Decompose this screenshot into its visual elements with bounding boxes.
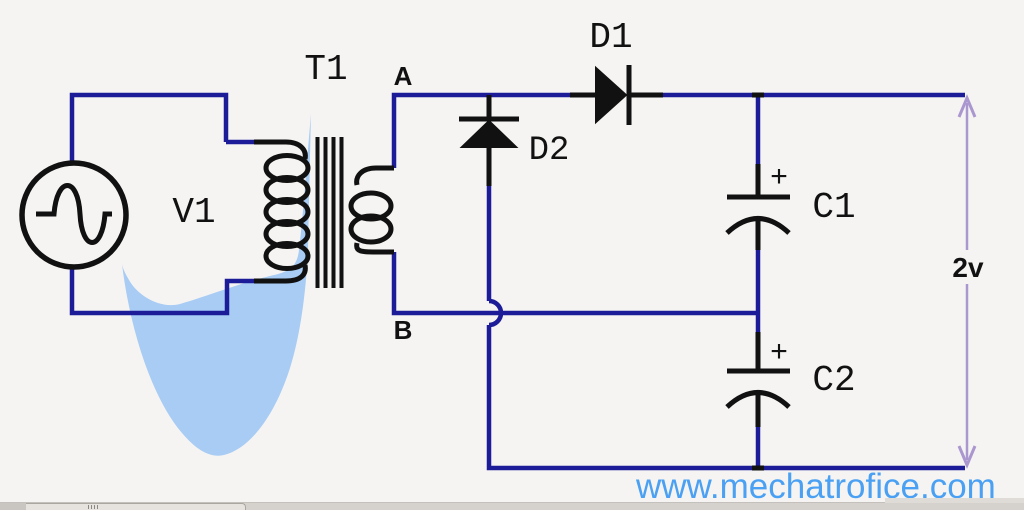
primary-coil-turn [263,175,311,205]
c1-plus-sign: + [770,160,788,193]
label-d1: D1 [589,17,632,58]
capacitor-c1: + [725,160,791,250]
arrow-down-icon [957,445,977,469]
scrollbar-corner-box [0,503,26,510]
capacitor-c2: + [725,332,791,427]
d1-triangle [595,65,628,125]
primary-coil-turn [263,219,311,249]
c1-curved-plate [725,216,791,235]
secondary-coil-turn [348,190,394,222]
ac-source-v1 [19,160,129,270]
primary-top-hook [254,139,308,160]
label-c1: C1 [812,187,855,228]
c2-plus-sign: + [770,335,788,368]
window-scrollbar-track[interactable] [0,498,1024,510]
wire-source-to-primary-top [69,92,229,163]
ac-source-circle [19,160,129,270]
wire-node-a-top [391,92,570,168]
arrow-up-icon [957,94,977,118]
label-d2: D2 [529,132,570,170]
secondary-top-hook [354,165,394,186]
wire-source-to-primary-bottom [69,267,258,316]
c2-curved-plate [725,390,791,409]
wire-bottom-rail [486,325,965,471]
primary-bottom-hook [254,264,308,284]
transformer-core [315,137,344,288]
d2-triangle [459,119,519,148]
diode-d1 [570,65,663,125]
output-label-backing [946,250,988,284]
primary-coil-turn [263,241,311,271]
output-voltage-label: 2v [952,252,984,283]
secondary-coil-turn [348,213,394,245]
wire-crossover-hop [488,298,504,328]
primary-coil-turn [263,197,311,227]
output-voltage-arrow: 2v [946,94,988,469]
label-node-a: A [394,61,413,91]
sine-wave-icon [36,183,112,245]
transformer-t1 [254,137,394,288]
scrollbar-right-segment [885,498,1024,503]
secondary-bottom-hook [354,242,394,255]
label-node-b: B [394,315,413,345]
wires [69,92,965,471]
wire-node-b [391,252,758,316]
label-v1: V1 [172,192,215,233]
scrollbar-thumb[interactable] [26,503,246,510]
watermark-swoosh [122,114,311,456]
grip-dots-icon [88,505,98,509]
label-c2: C2 [812,360,855,401]
diode-d2 [459,95,519,186]
label-t1: T1 [304,49,347,90]
primary-coil-turn [263,153,311,183]
